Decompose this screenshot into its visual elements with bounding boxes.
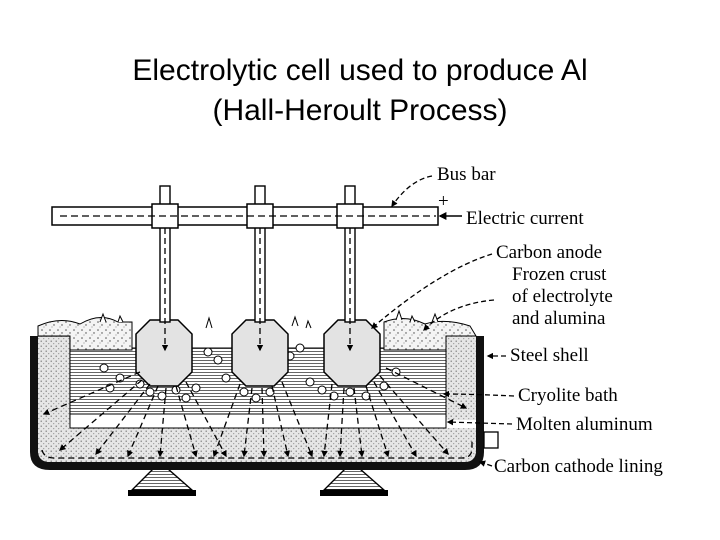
current-paths [42, 228, 468, 458]
label-molten-aluminum: Molten aluminum [516, 414, 653, 435]
bus-bar [51, 203, 462, 229]
label-electric-current: Electric current [466, 208, 584, 229]
cell-supports [128, 461, 388, 496]
carbon-anodes [135, 319, 381, 387]
label-frozen-crust-line-2: of electrolyte [512, 286, 613, 307]
label-carbon-cathode-lining: Carbon cathode lining [494, 456, 663, 477]
title-line-2: (Hall-Heroult Process) [212, 94, 508, 127]
label-frozen-crust-line-1: Frozen crust [512, 264, 607, 285]
leader-lines [371, 175, 515, 467]
label-plus: + [438, 191, 449, 212]
label-steel-shell: Steel shell [510, 345, 589, 366]
title-line-1: Electrolytic cell used to produce Al [132, 54, 588, 87]
label-cryolite-bath: Cryolite bath [518, 385, 618, 406]
label-carbon-anode: Carbon anode [496, 242, 602, 263]
carbon-anode-2 [231, 319, 289, 387]
crust-bumps [99, 309, 439, 329]
label-bus-bar: Bus bar [437, 164, 496, 185]
label-frozen-crust-line-3: and alumina [512, 308, 606, 329]
carbon-anode-3 [323, 319, 381, 387]
molten-aluminum-layer [69, 413, 447, 429]
carbon-anode-1 [135, 319, 193, 387]
